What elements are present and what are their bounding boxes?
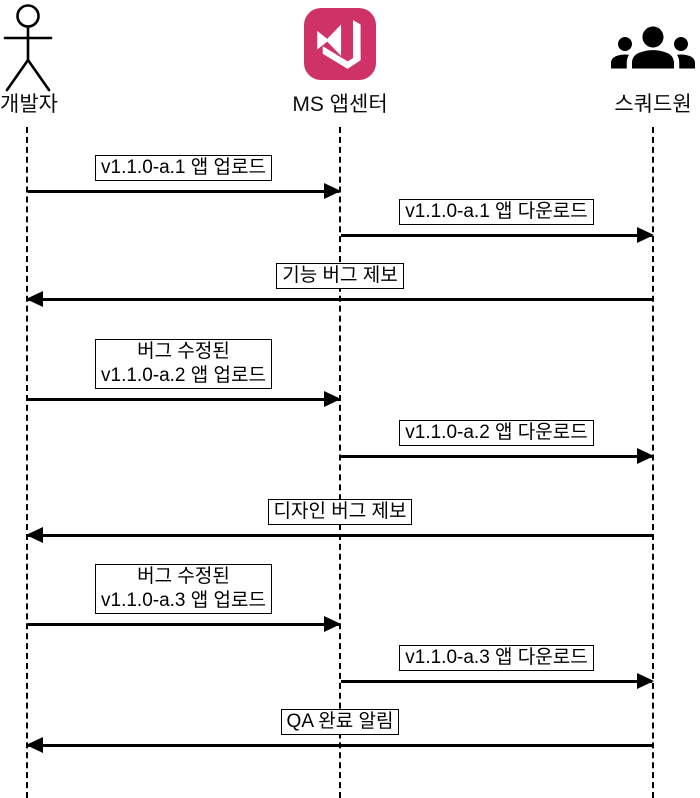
arrow-head-left-icon [26, 291, 43, 307]
actor-developer-label: 개발자 [0, 93, 58, 116]
arrow-line [28, 397, 339, 401]
message-6: 디자인 버그 제보 [26, 499, 653, 543]
message-2-label: v1.1.0-a.1 앱 다운로드 [399, 199, 594, 225]
arrow-head-right-icon [324, 616, 341, 632]
arrow-line [341, 454, 652, 458]
arrow-head-right-icon [324, 391, 341, 407]
arrow-line [28, 533, 652, 537]
arrow-line [341, 233, 652, 237]
arrow-line [28, 622, 339, 626]
ms-appcenter-icon [304, 8, 376, 80]
message-8-label: v1.1.0-a.3 앱 다운로드 [399, 645, 594, 671]
message-1-label: v1.1.0-a.1 앱 업로드 [95, 155, 272, 181]
message-7-arrow [27, 616, 341, 632]
message-3-label: 기능 버그 제보 [276, 263, 404, 289]
person-stick-figure-icon [3, 4, 53, 92]
message-2-arrow [340, 227, 654, 243]
message-5-label: v1.1.0-a.2 앱 다운로드 [399, 420, 594, 446]
message-9-arrow [26, 737, 653, 753]
message-2: v1.1.0-a.1 앱 다운로드 [340, 199, 654, 243]
message-1: v1.1.0-a.1 앱 업로드 [27, 155, 341, 199]
arrow-line [28, 297, 652, 301]
message-9: QA 완료 알림 [26, 709, 653, 753]
arrow-head-right-icon [637, 227, 654, 243]
arrow-head-right-icon [324, 183, 341, 199]
appcenter-glyph-icon [317, 20, 361, 69]
arrow-line [28, 189, 339, 193]
message-5-arrow [340, 448, 654, 464]
arrow-line [28, 743, 652, 747]
message-4-arrow [27, 391, 341, 407]
message-4-label: 버그 수정된 v1.1.0-a.2 앱 업로드 [95, 339, 272, 389]
arrow-head-right-icon [637, 448, 654, 464]
message-8: v1.1.0-a.3 앱 다운로드 [340, 645, 654, 689]
message-9-label: QA 완료 알림 [280, 709, 400, 735]
actor-squad-label: 스쿼드원 [614, 93, 692, 116]
message-6-label: 디자인 버그 제보 [267, 499, 413, 525]
message-7: 버그 수정된 v1.1.0-a.3 앱 업로드 [27, 564, 341, 632]
lifeline-appcenter [339, 127, 341, 798]
message-8-arrow [340, 673, 654, 689]
message-3-arrow [26, 291, 653, 307]
message-6-arrow [26, 527, 653, 543]
message-5: v1.1.0-a.2 앱 다운로드 [340, 420, 654, 464]
arrow-head-left-icon [26, 737, 43, 753]
arrow-head-left-icon [26, 527, 43, 543]
actor-appcenter-label: MS 앱센터 [292, 93, 388, 116]
arrow-line [341, 679, 652, 683]
people-group-icon [611, 26, 695, 69]
message-3: 기능 버그 제보 [26, 263, 653, 307]
message-1-arrow [27, 183, 341, 199]
arrow-head-right-icon [637, 673, 654, 689]
message-7-label: 버그 수정된 v1.1.0-a.3 앱 업로드 [95, 564, 272, 614]
lifeline-developer [26, 127, 28, 798]
message-4: 버그 수정된 v1.1.0-a.2 앱 업로드 [27, 339, 341, 407]
